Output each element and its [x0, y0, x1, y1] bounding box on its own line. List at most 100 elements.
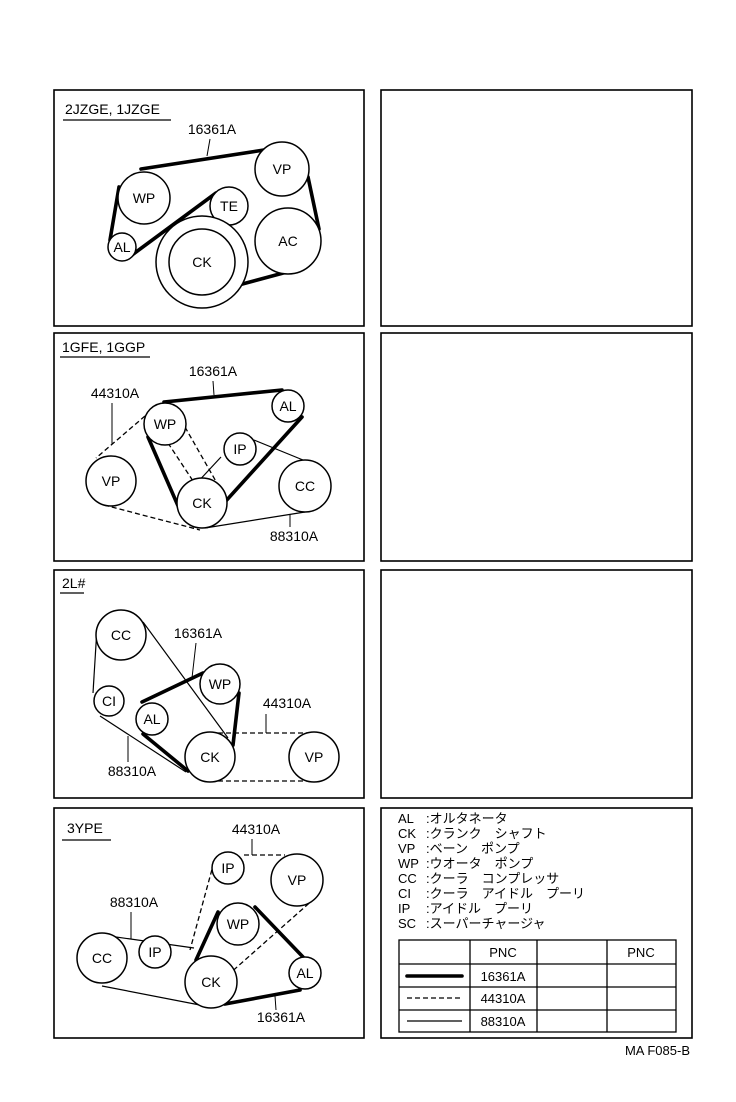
legend-code: AL — [398, 811, 414, 826]
pnc-value: 88310A — [481, 1014, 526, 1029]
belt-16361a-seg — [141, 732, 190, 773]
pnc-header: PNC — [489, 945, 516, 960]
pulley-al — [107, 232, 137, 262]
pnc-value: 44310A — [481, 991, 526, 1006]
pulley-label-wp: WP — [133, 190, 156, 206]
part-label-16361a: 16361A — [189, 363, 238, 379]
pulley-label-ip: IP — [233, 441, 246, 457]
legend-desc: :ベーン ポンプ — [426, 841, 520, 856]
pulley-label-cc: CC — [111, 627, 131, 643]
pulley-label-vp: VP — [305, 749, 324, 765]
pulley-label-ck: CK — [192, 254, 212, 270]
pulley-vp — [85, 455, 137, 507]
pulley-label-te: TE — [220, 198, 238, 214]
panel-3ype: 3YPE IP VP WP CC IP CK AL 44310A 88310A … — [62, 820, 324, 1025]
pulley-ip-2 — [138, 935, 172, 969]
legend-code: CI — [398, 886, 411, 901]
pulley-label-ci: CI — [102, 693, 116, 709]
belt-44310a-seg — [227, 897, 316, 976]
panel-1gfe: 1GFE, 1GGP WP AL IP VP CC CK 16361A 4431… — [60, 339, 332, 544]
pulley-label-cc: CC — [295, 478, 315, 494]
pnc-table: PNC PNC 16361A 44310A 88310A — [398, 939, 677, 1033]
pulley-label-ip-2: IP — [148, 944, 161, 960]
legend-code: IP — [398, 901, 410, 916]
legend-code: CK — [398, 826, 416, 841]
leader-line — [212, 380, 215, 396]
leader-line — [191, 642, 197, 679]
pulley-label-vp: VP — [273, 161, 292, 177]
legend-desc: :オルタネータ — [426, 811, 508, 826]
legend-frame — [380, 807, 693, 1039]
pulley-label-al: AL — [279, 398, 296, 414]
blank-frame-3 — [380, 569, 693, 799]
belt-16361a-seg — [139, 148, 266, 171]
belt-16361a-seg — [223, 988, 302, 1006]
part-label-16361a: 16361A — [257, 1009, 306, 1025]
legend-desc: :クーラ アイドル プーリ — [426, 886, 585, 901]
pulley-al — [271, 389, 305, 423]
belt-88310a-seg — [99, 715, 187, 773]
legend-desc: :ウオータ ポンプ — [426, 856, 533, 871]
belt-88310a-seg — [253, 439, 304, 461]
pulley-label-ck: CK — [200, 749, 220, 765]
pulley-vp — [288, 731, 340, 783]
pulley-label-al: AL — [296, 965, 313, 981]
belt-16361a-seg — [306, 175, 321, 231]
belt-44310a-seg — [95, 415, 146, 459]
pnc-value: 16361A — [481, 969, 526, 984]
pulley-ck — [184, 955, 238, 1009]
pulley-al — [135, 702, 169, 736]
figure-code: MA F085-B — [625, 1043, 690, 1058]
panel-frame-2 — [53, 332, 365, 562]
pulley-label-ip: IP — [221, 860, 234, 876]
pulley-label-vp: VP — [102, 473, 121, 489]
legend-desc: :クランク シャフト — [426, 826, 547, 841]
pulley-wp — [117, 171, 171, 225]
belt-16361a-seg — [213, 415, 304, 515]
pulley-cc — [278, 459, 332, 513]
belt-88310a-seg — [204, 511, 306, 529]
pulley-label-ck: CK — [201, 974, 221, 990]
blank-frame-2 — [380, 332, 693, 562]
pulley-wp — [143, 402, 187, 446]
part-label-44310a: 44310A — [263, 695, 312, 711]
belt-44310a-seg — [189, 861, 215, 951]
leader-line — [274, 995, 277, 1011]
panel-frame-3 — [53, 569, 365, 799]
legend-code: VP — [398, 841, 415, 856]
legend-desc: :スーパーチャージャ — [426, 916, 545, 931]
pulley-al — [288, 956, 322, 990]
pulley-label-wp: WP — [227, 916, 250, 932]
pulley-label-cc: CC — [92, 950, 112, 966]
part-label-88310a: 88310A — [270, 528, 319, 544]
legend-code: SC — [398, 916, 416, 931]
pulley-ip — [223, 432, 257, 466]
belt-16361a-seg — [130, 191, 218, 257]
belt-16361a-seg — [253, 905, 305, 959]
panel-2l: 2L# CC WP CI AL CK VP 16361A 44310A 8831… — [60, 575, 340, 783]
part-label-88310a: 88310A — [108, 763, 157, 779]
panel-title: 1GFE, 1GGP — [62, 339, 145, 355]
pulley-label-al: AL — [113, 239, 130, 255]
part-label-88310a: 88310A — [110, 894, 159, 910]
part-label-16361a: 16361A — [174, 625, 223, 641]
belt-16361a-seg — [162, 388, 284, 404]
belt-44310a-seg — [167, 442, 196, 485]
belt-16361a-seg — [231, 691, 241, 747]
legend-code: CC — [398, 871, 417, 886]
belt-88310a-seg — [101, 985, 206, 1007]
pulley-ac — [254, 207, 322, 275]
panel-title: 2L# — [62, 575, 86, 591]
pulley-vp — [270, 853, 324, 907]
belt-16361a-seg — [194, 910, 220, 962]
pulley-label-ck: CK — [192, 495, 212, 511]
belt-16361a-seg — [140, 671, 205, 704]
pulley-label-vp: VP — [288, 872, 307, 888]
part-label-44310a: 44310A — [91, 385, 140, 401]
pulley-label-ac: AC — [278, 233, 297, 249]
panel-2jzge: 2JZGE, 1JZGE WP VP TE AC AL CK 16361A — [63, 101, 322, 309]
leader-line — [206, 138, 211, 157]
pulley-vp — [254, 141, 310, 197]
legend-code: WP — [398, 856, 419, 871]
